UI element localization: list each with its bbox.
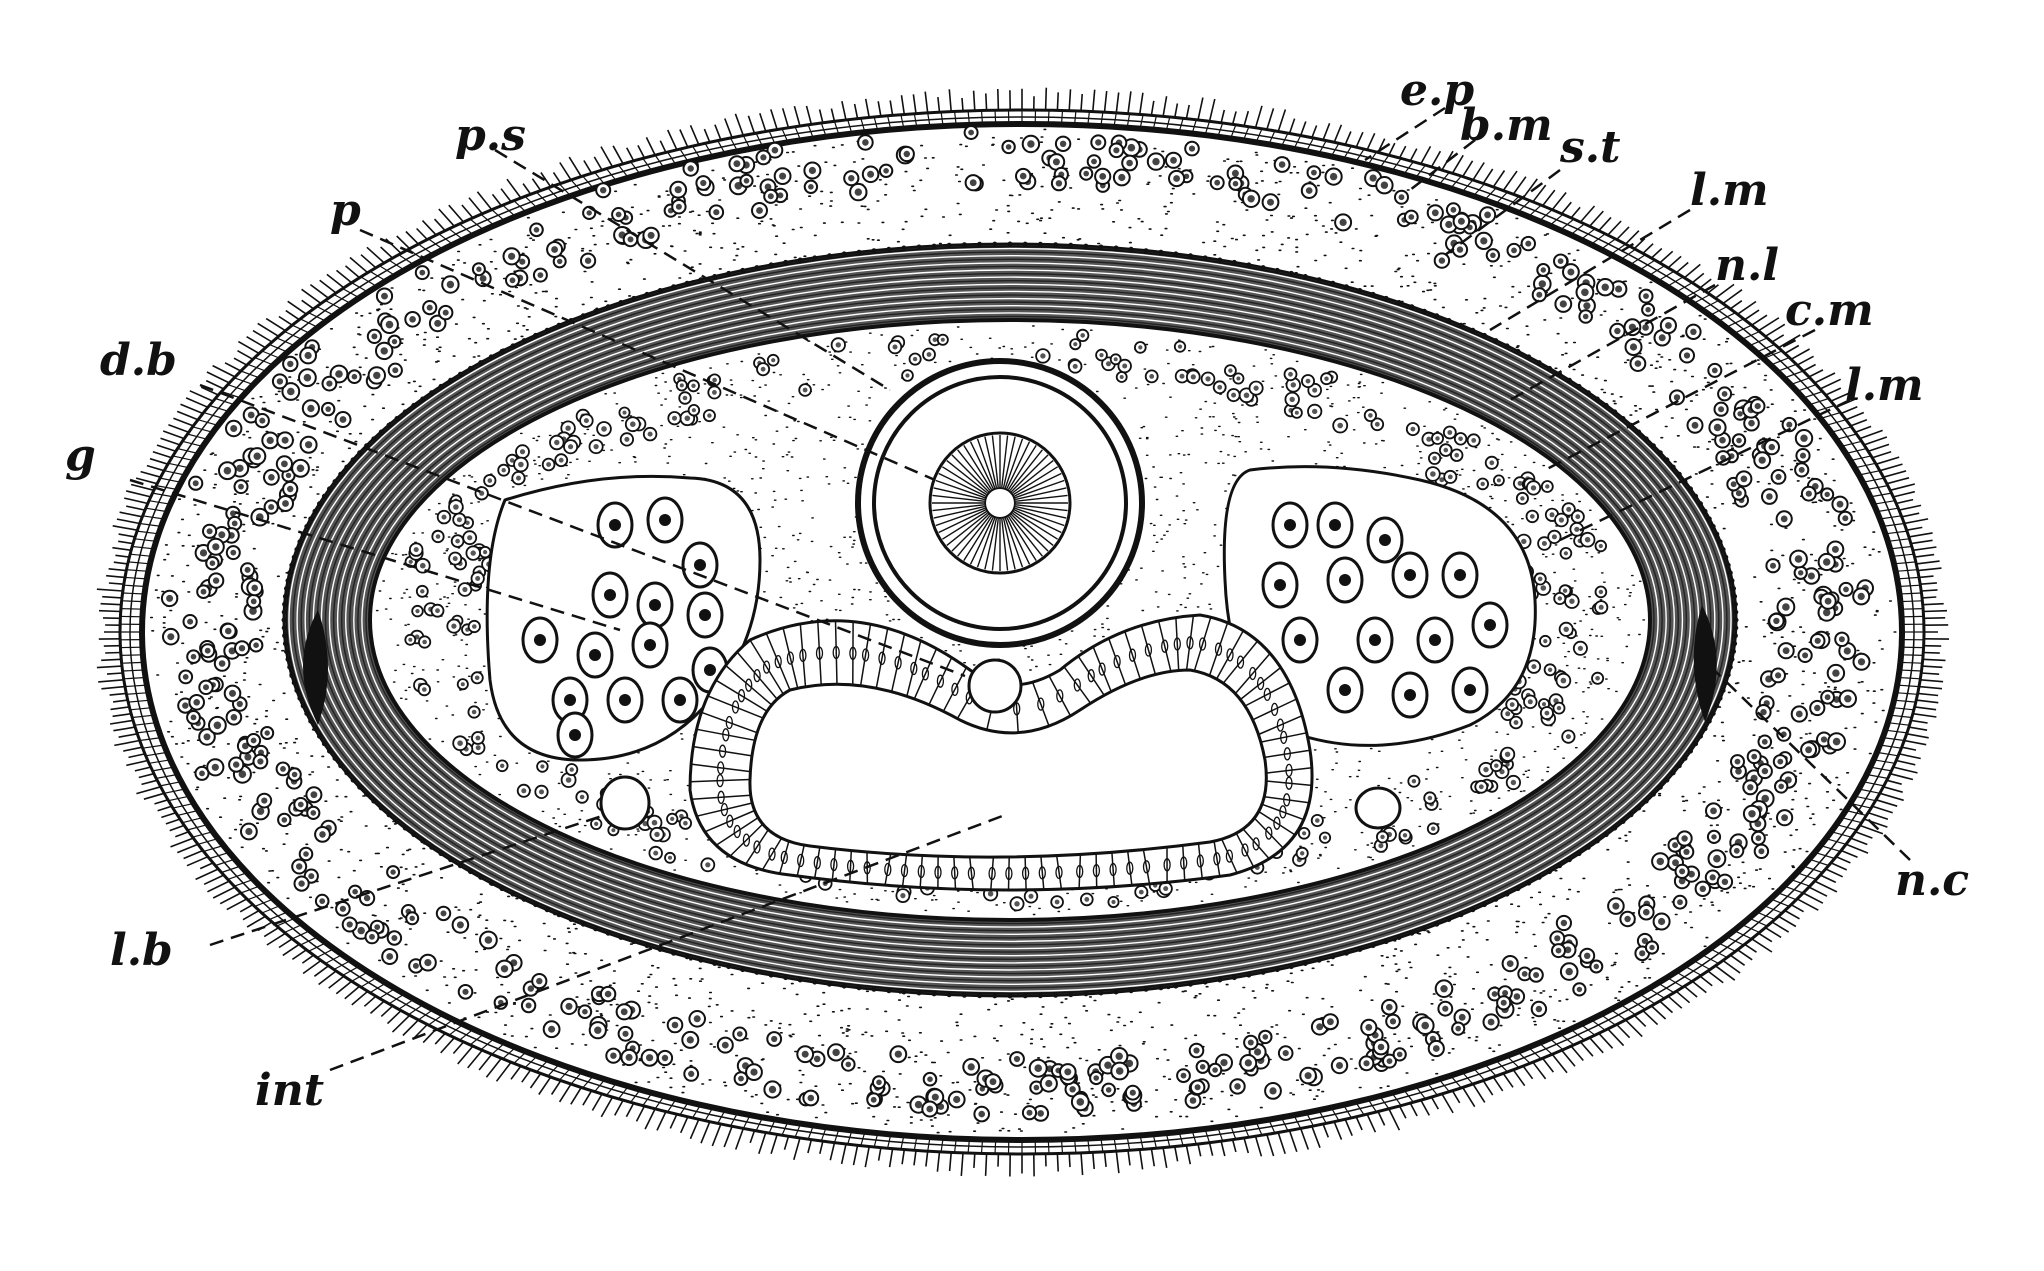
label-ps: p.s xyxy=(455,110,526,161)
label-nl: n.l xyxy=(1715,240,1779,291)
label-db: d.b xyxy=(100,335,177,386)
label-st: s.t xyxy=(1559,122,1620,173)
lateral-blood-vessel-left xyxy=(601,777,649,829)
label-lm-right: l.m xyxy=(1845,360,1924,411)
dorsal-blood-vessel xyxy=(969,660,1021,712)
label-cm: c.m xyxy=(1785,285,1874,336)
label-p: p xyxy=(330,185,361,236)
pharynx-lumen xyxy=(985,488,1015,518)
lateral-blood-vessel-right xyxy=(1356,788,1400,828)
label-nc: n.c xyxy=(1895,855,1969,906)
label-bm: b.m xyxy=(1460,100,1553,151)
label-int: int xyxy=(255,1065,324,1116)
label-lm-top: l.m xyxy=(1690,165,1769,216)
label-lb: l.b xyxy=(110,925,173,976)
label-g: g xyxy=(65,430,96,481)
